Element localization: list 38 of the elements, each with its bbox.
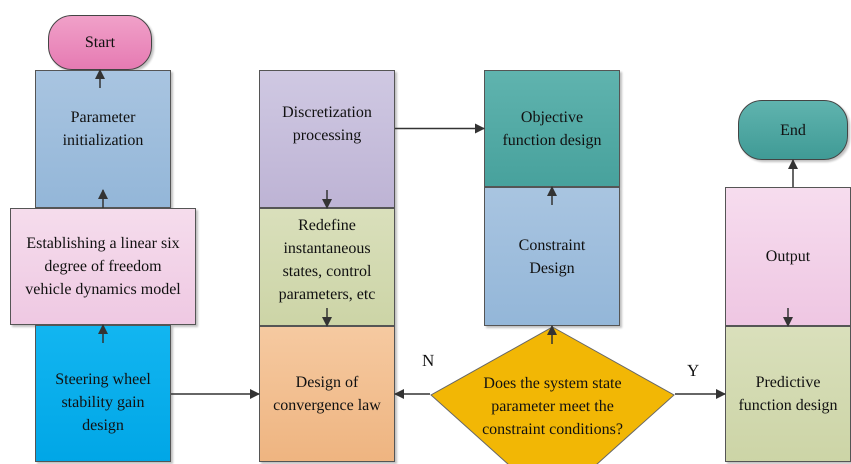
arrow xyxy=(98,324,108,343)
terminal-shape xyxy=(738,100,848,160)
node-text: Steering wheel stability gain design xyxy=(54,370,152,436)
node-text: Constraint Design xyxy=(518,236,586,278)
node-text: Parameter initialization xyxy=(62,108,144,151)
arrow xyxy=(547,325,557,344)
process-box xyxy=(259,208,395,326)
process-box xyxy=(259,70,395,208)
node-text: Does the system state parameter meet the constraint conditions? xyxy=(481,374,624,440)
arrow xyxy=(322,308,332,327)
process-box xyxy=(725,187,851,326)
process-box xyxy=(259,326,395,462)
terminal-shape xyxy=(48,15,152,70)
arrow xyxy=(394,389,430,399)
node-text: Objective function design xyxy=(501,108,603,150)
process-box xyxy=(10,208,196,325)
process-box xyxy=(35,325,171,462)
arrow xyxy=(95,69,105,88)
arrow xyxy=(675,389,726,399)
node-text: Establishing a linear six degree of freedom vehicle dynamics model xyxy=(24,234,182,300)
arrow xyxy=(395,124,485,134)
node-text: Output xyxy=(766,247,810,267)
node-text: End xyxy=(780,120,806,140)
node-text: Start xyxy=(84,33,116,53)
arrow xyxy=(322,190,332,209)
arrow xyxy=(783,308,793,327)
node-text: Design of convergence law xyxy=(272,373,382,416)
process-box xyxy=(484,70,620,187)
arrow xyxy=(547,186,557,205)
process-box xyxy=(725,326,851,462)
arrow xyxy=(98,189,108,208)
node-text: Discretization processing xyxy=(281,103,373,146)
arrow xyxy=(788,159,798,187)
node-text: Redefine instantaneous states, control parameters, etc xyxy=(278,216,376,305)
node-text: Predictive function design xyxy=(737,373,839,416)
process-box xyxy=(484,187,620,326)
arrow xyxy=(171,389,260,399)
process-box xyxy=(35,70,171,208)
